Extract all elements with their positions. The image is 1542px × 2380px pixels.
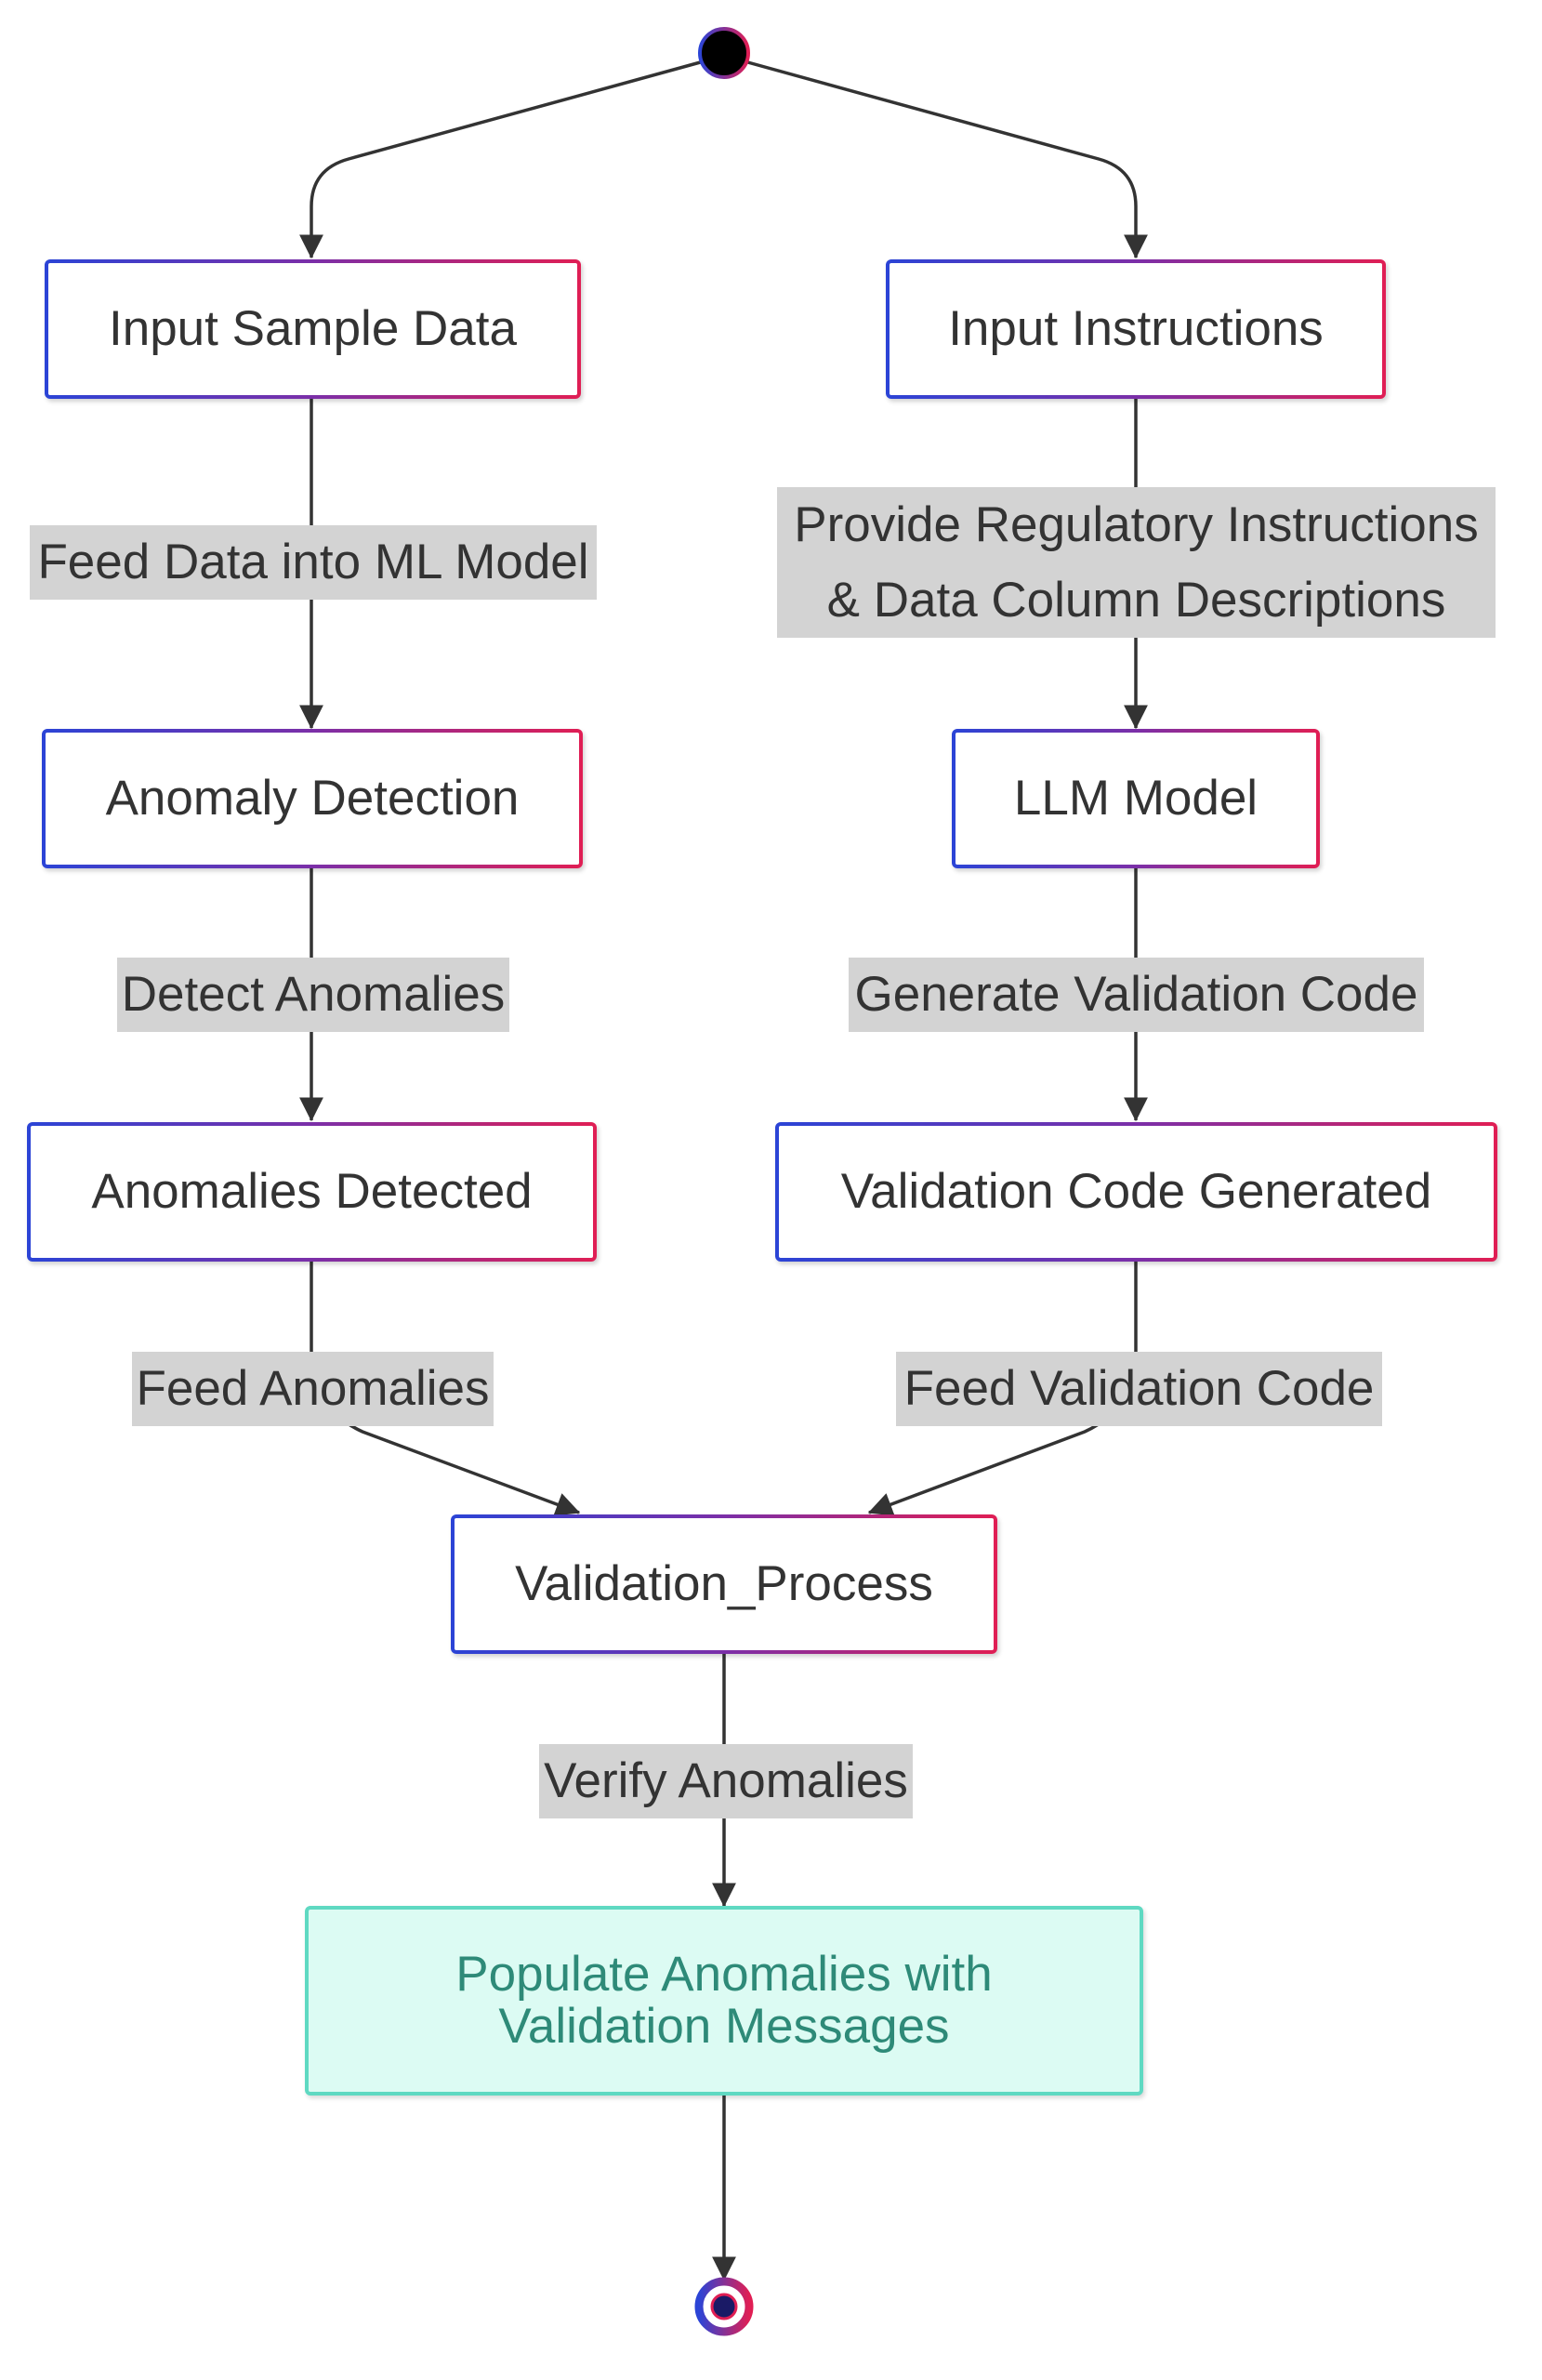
node-input-sample-data: Input Sample Data [45, 259, 581, 399]
edge-label-feed-data: Feed Data into ML Model [30, 525, 597, 600]
node-anomalies-detected: Anomalies Detected [27, 1122, 597, 1262]
edge-label-feed-anomalies: Feed Anomalies [132, 1352, 494, 1426]
start-node [698, 27, 750, 79]
edge-label-feed-validation-code: Feed Validation Code [896, 1352, 1382, 1426]
node-input-instructions: Input Instructions [886, 259, 1386, 399]
edge-label-provide-instructions: Provide Regulatory Instructions & Data C… [777, 487, 1496, 638]
node-validation-code-generated: Validation Code Generated [775, 1122, 1497, 1262]
end-node [694, 2277, 754, 2336]
edge-label-detect-anomalies: Detect Anomalies [117, 958, 509, 1032]
edge-label-verify-anomalies: Verify Anomalies [539, 1744, 913, 1818]
edge-start-to-input-sample [299, 57, 715, 259]
node-anomaly-detection: Anomaly Detection [42, 729, 583, 868]
node-validation-process: Validation_Process [451, 1514, 997, 1654]
node-llm-model: LLM Model [952, 729, 1320, 868]
edge-start-to-input-instructions [733, 57, 1148, 259]
node-populate-anomalies: Populate Anomalies with Validation Messa… [305, 1906, 1143, 2096]
edge-label-generate-code: Generate Validation Code [849, 958, 1424, 1032]
